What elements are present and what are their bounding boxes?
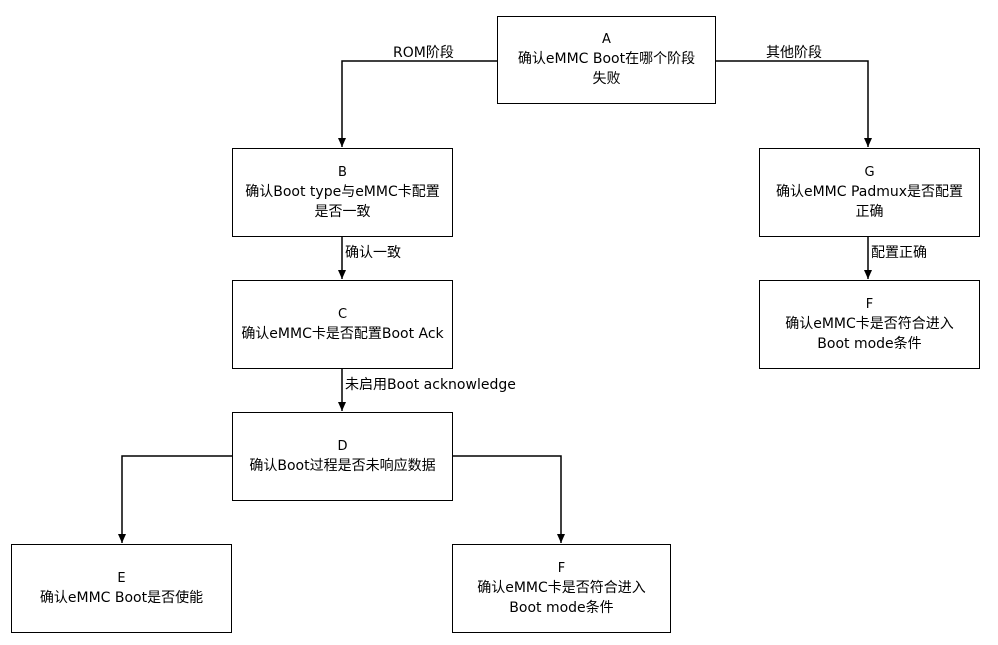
node-g-id: G	[864, 164, 875, 180]
node-c-id: C	[337, 306, 348, 322]
edge-d-to-e	[118, 455, 232, 543]
edge-label-rom-stage: ROM阶段	[393, 45, 454, 61]
node-d-text: 确认Boot过程是否未响应数据	[249, 457, 436, 474]
node-b-id: B	[338, 164, 347, 180]
node-e-id: E	[117, 570, 126, 586]
node-c-text: 确认eMMC卡是否配置Boot Ack	[241, 325, 444, 342]
edge-label-boot-ack-disabled: 未启用Boot acknowledge	[345, 377, 516, 393]
edge-a-to-b	[338, 60, 497, 147]
edge-label-config-correct: 配置正确	[871, 245, 927, 261]
node-f-right-id: F	[865, 296, 874, 312]
edge-d-to-f	[452, 455, 565, 543]
node-f-bottom-text: 确认eMMC卡是否符合进入 Boot mode条件	[477, 579, 646, 616]
node-g: G 确认eMMC Padmux是否配置 正确	[759, 148, 980, 237]
node-a-text: 确认eMMC Boot在哪个阶段 失败	[517, 51, 696, 87]
node-f-bottom-id: F	[557, 560, 566, 576]
node-a-id: A	[602, 32, 611, 47]
node-a: A 确认eMMC Boot在哪个阶段 失败	[497, 16, 716, 104]
edge-label-other-stage: 其他阶段	[766, 45, 822, 61]
node-b-text: 确认Boot type与eMMC卡配置 是否一致	[245, 183, 440, 220]
node-f-bottom: F 确认eMMC卡是否符合进入 Boot mode条件	[452, 544, 671, 633]
node-f-right-text: 确认eMMC卡是否符合进入 Boot mode条件	[785, 315, 954, 352]
node-g-text: 确认eMMC Padmux是否配置 正确	[775, 183, 964, 220]
node-e-text: 确认eMMC Boot是否使能	[39, 589, 204, 606]
node-d: D 确认Boot过程是否未响应数据	[232, 412, 453, 501]
node-f-right: F 确认eMMC卡是否符合进入 Boot mode条件	[759, 280, 980, 369]
node-c: C 确认eMMC卡是否配置Boot Ack	[232, 280, 453, 369]
edge-a-to-g	[715, 60, 872, 147]
node-d-id: D	[337, 438, 348, 454]
node-e: E 确认eMMC Boot是否使能	[11, 544, 232, 633]
node-b: B 确认Boot type与eMMC卡配置 是否一致	[232, 148, 453, 237]
edge-label-confirmed-consistent: 确认一致	[345, 245, 401, 261]
